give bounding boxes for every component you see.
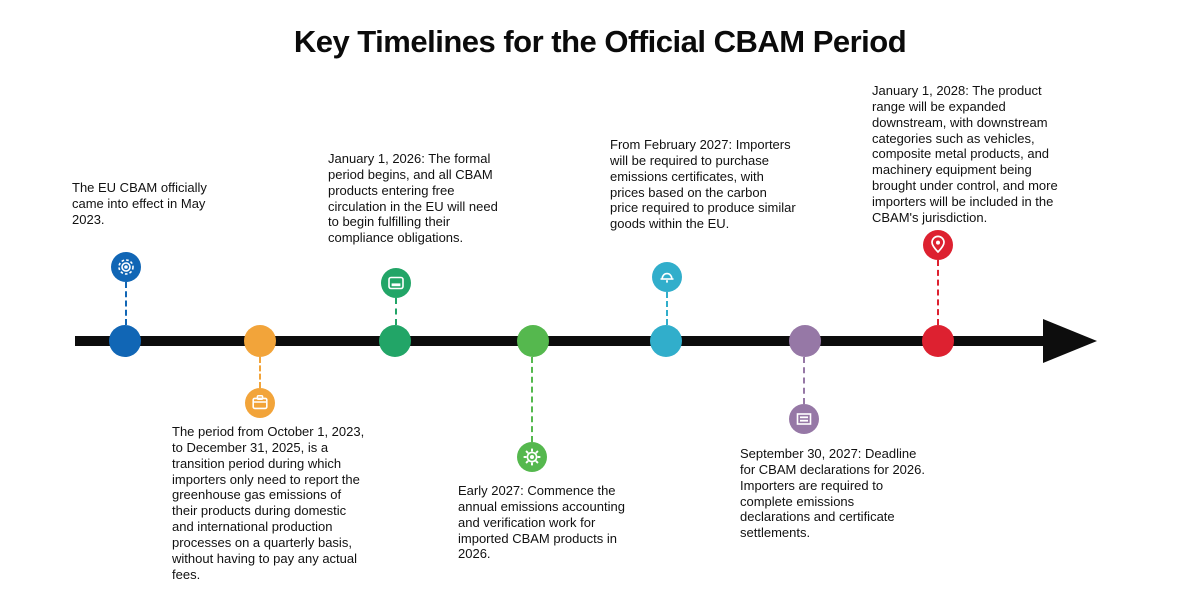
milestone-dot [650,325,682,357]
milestone-connector [259,357,261,388]
milestone-connector [666,292,668,325]
milestone-dot [244,325,276,357]
bell-icon [652,262,682,292]
milestone-dot [517,325,549,357]
card-icon [381,268,411,298]
milestone-dot [379,325,411,357]
milestone-note: January 1, 2026: The formal period begin… [328,151,498,246]
briefcase-icon [245,388,275,418]
map-pin-icon [923,230,953,260]
timeline-axis [75,336,1050,346]
milestone-note: The EU CBAM officially came into effect … [72,180,207,227]
target-icon [111,252,141,282]
milestone-dot [109,325,141,357]
milestone-note: Early 2027: Commence the annual emission… [458,483,625,562]
document-list-icon [789,404,819,434]
milestone-note: January 1, 2028: The product range will … [872,83,1058,225]
milestone-connector [395,298,397,325]
timeline-arrowhead-icon [1043,319,1097,363]
milestone-connector [803,357,805,404]
milestone-dot [789,325,821,357]
page-title: Key Timelines for the Official CBAM Peri… [293,24,907,59]
milestone-note: The period from October 1, 2023, to Dece… [172,424,365,582]
milestone-note: September 30, 2027: Deadline for CBAM de… [740,446,925,541]
milestone-dot [922,325,954,357]
milestone-connector [125,282,127,325]
milestone-connector [937,260,939,325]
gear-icon [517,442,547,472]
milestone-connector [531,357,533,442]
milestone-note: From February 2027: Importers will be re… [610,137,796,232]
